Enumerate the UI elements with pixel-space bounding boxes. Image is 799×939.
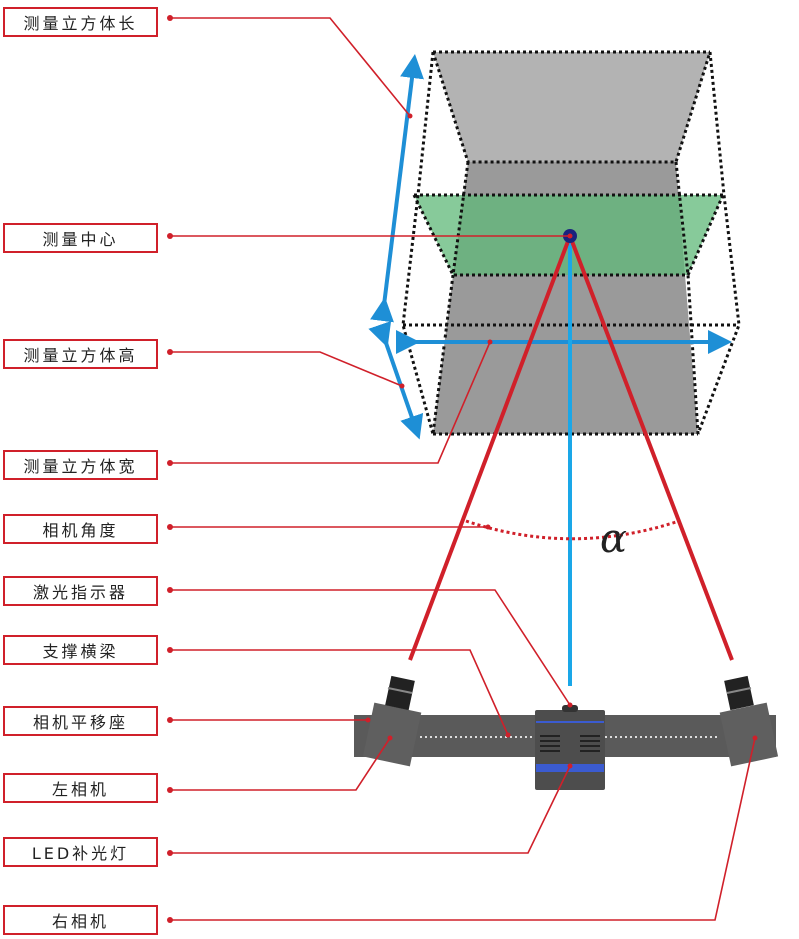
leader-laser-indicator — [170, 589, 571, 706]
leader-led-fill-light — [170, 765, 571, 854]
leader-cube-width — [170, 341, 491, 464]
label-laser-indicator: 激光指示器 — [3, 576, 158, 606]
leader-cube-height — [170, 351, 403, 387]
label-cube-length: 测量立方体长 — [3, 7, 158, 37]
label-cube-width: 测量立方体宽 — [3, 450, 158, 480]
right-camera-ray — [568, 235, 734, 661]
right-camera-lens — [724, 675, 754, 711]
right-camera — [719, 675, 779, 767]
angle-symbol: α — [600, 516, 627, 562]
label-left-camera: 左相机 — [3, 773, 158, 803]
label-camera-slide-mount: 相机平移座 — [3, 706, 158, 736]
leader-cube-length — [170, 17, 411, 117]
label-right-camera: 右相机 — [3, 905, 158, 935]
label-camera-angle: 相机角度 — [3, 514, 158, 544]
left-camera-lens — [385, 675, 415, 711]
leader-left-camera — [170, 737, 391, 791]
label-led-fill-light: LED补光灯 — [3, 837, 158, 867]
length-arrow — [370, 54, 424, 323]
angle-arc — [465, 519, 677, 541]
device — [354, 675, 779, 790]
label-measure-center: 测量中心 — [3, 223, 158, 253]
label-cube-height: 测量立方体高 — [3, 339, 158, 369]
laser-indicator-head — [562, 705, 578, 712]
leader-right-camera — [170, 737, 756, 921]
callout-leaders — [170, 17, 756, 921]
cube-lower-body — [433, 275, 698, 434]
callout-dots — [167, 15, 758, 923]
cube-top-face — [433, 52, 710, 162]
label-support-beam: 支撑横梁 — [3, 635, 158, 665]
leader-support-beam — [170, 649, 509, 736]
left-camera — [362, 675, 422, 767]
